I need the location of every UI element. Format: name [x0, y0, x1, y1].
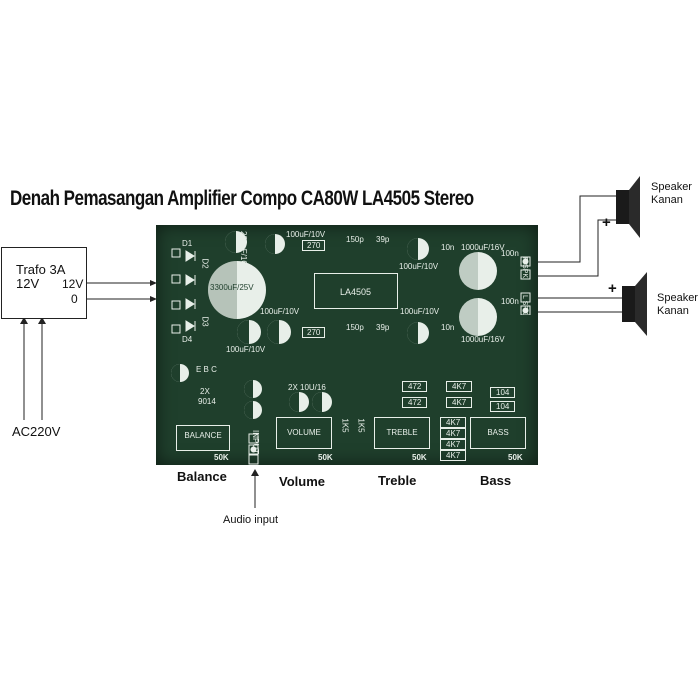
resistor-1k5-a: 1K5 — [340, 418, 350, 433]
cap-3300-icon — [208, 261, 266, 319]
cap-100n-b-label: 100n — [501, 297, 519, 306]
r-spk-label: R SPK — [521, 257, 528, 279]
cap-1000-b-icon — [459, 298, 497, 336]
transistor-type-label: 9014 — [198, 397, 216, 406]
resistor-472-a: 472 — [402, 381, 428, 392]
trafo-out-12v: 12V — [62, 277, 84, 291]
ic-la4505 — [314, 273, 398, 309]
ac-arrow-right — [38, 317, 46, 324]
cap-10n-a-label: 10n — [441, 243, 455, 252]
resistor-4k7-e: 4K7 — [440, 439, 467, 450]
cap-1000-a-icon — [459, 252, 497, 290]
transistor-ebc-label: E B C — [196, 365, 217, 374]
pot-bass-value: 50K — [508, 453, 523, 462]
cap-100-d-label: 100uF/10V — [226, 345, 266, 354]
cap-10u16-icon — [289, 392, 332, 412]
cap-pair-icon — [244, 380, 262, 419]
ac-arrow-left — [20, 317, 28, 324]
speaker-left-plus: + — [608, 280, 617, 297]
diagram-title: Denah Pemasangan Amplifier Compo CA80W L… — [10, 186, 474, 210]
l-spk-label: L SPK — [521, 295, 528, 315]
resistor-1k5-b: 1K5 — [356, 418, 366, 433]
balance-label: Balance — [177, 469, 227, 484]
arrow-12v — [150, 280, 157, 286]
speaker-left-icon — [622, 272, 647, 336]
cap-100-e-label: 100uF/10V — [400, 307, 440, 316]
r-spk-wire-2 — [538, 219, 616, 277]
cap-220-label: 220uF/16V — [239, 231, 248, 271]
resistor-4k7-a: 4K7 — [446, 381, 473, 392]
r-spk-wire-1 — [538, 195, 616, 263]
ic-label: LA4505 — [340, 287, 372, 297]
pcb-board: D1 D4 D2 D3 3300uF/25V 220uF/16V 100uF/1… — [156, 225, 538, 465]
speaker-left-label: Speaker Kanan — [657, 292, 698, 317]
cap-39p-b-label: 39p — [376, 323, 390, 332]
audio-input-label: Audio input — [223, 514, 279, 526]
resistor-4k7-f: 4K7 — [440, 450, 467, 461]
pot-volume: VOLUME — [276, 417, 332, 449]
trafo-voltage: 12V — [16, 276, 40, 291]
pot-volume-label: VOLUME — [287, 428, 321, 437]
pot-bass: BASS — [470, 417, 526, 449]
resistor-472-b: 472 — [402, 397, 428, 408]
pot-balance-label: BALANCE — [184, 431, 222, 440]
volume-label: Volume — [279, 474, 325, 489]
cap-1000-a-label: 1000uF/16V — [461, 243, 505, 252]
cap-100-b-label: 100uF/10V — [399, 262, 439, 271]
cap-100-c-label: 100uF/10V — [260, 307, 300, 316]
resistor-270-b: 270 — [302, 327, 326, 338]
spk-terminals-icon — [520, 256, 531, 315]
trafo-name: Trafo 3A — [16, 262, 66, 277]
resistor-104-b: 104 — [490, 401, 516, 412]
cap-100-a-label: 100uF/10V — [286, 230, 326, 239]
transformer-box — [1, 247, 87, 319]
speaker-right-label: Speaker Kanan — [651, 181, 692, 206]
diode-bridge-icon — [171, 248, 196, 334]
cap-220-icon — [225, 231, 247, 253]
cap-100n-a-label: 100n — [501, 249, 519, 258]
pot-treble-value: 50K — [412, 453, 427, 462]
cap-100-a-icon — [265, 234, 285, 254]
speaker-right-plus: + — [602, 214, 611, 231]
cap-100-b-icon — [407, 238, 429, 260]
input-terminals-icon — [248, 433, 259, 465]
resistor-4k7-d: 4K7 — [440, 428, 467, 439]
pot-balance-value: 50K — [214, 453, 229, 462]
transistor-qty-label: 2X — [200, 387, 210, 396]
diode-d4-label: D4 — [182, 335, 193, 344]
cap-small-icon — [171, 364, 189, 382]
cap-100-d-icon — [267, 320, 291, 344]
diode-d1-label: D1 — [182, 239, 193, 248]
arrow-0v — [150, 296, 157, 302]
pot-balance: BALANCE — [176, 425, 230, 451]
ac-input-label: AC220V — [12, 424, 61, 439]
resistor-104-a: 104 — [490, 387, 516, 398]
audio-input-arrow — [251, 469, 259, 476]
pot-bass-label: BASS — [487, 428, 509, 437]
resistor-4k7-b: 4K7 — [446, 397, 473, 408]
pot-volume-value: 50K — [318, 453, 333, 462]
treble-label: Treble — [378, 473, 417, 488]
cap-39p-a-label: 39p — [376, 235, 390, 244]
cap-1000-b-label: 1000uF/16V — [461, 335, 505, 344]
speaker-right-icon — [616, 176, 640, 238]
cap-100-c-icon — [237, 320, 261, 344]
cap-3300-label: 3300uF/25V — [210, 283, 254, 292]
trafo-out-0: 0 — [71, 292, 78, 306]
cap-150p-a-label: 150p — [346, 235, 364, 244]
resistor-4k7-c: 4K7 — [440, 417, 467, 428]
pot-treble-label: TREBLE — [386, 428, 418, 437]
pot-treble: TREBLE — [374, 417, 430, 449]
resistor-270-a: 270 — [302, 240, 326, 251]
cap-100-e-icon — [407, 322, 429, 344]
bass-label: Bass — [480, 473, 512, 488]
cap-10n-b-label: 10n — [441, 323, 455, 332]
cap-150p-b-label: 150p — [346, 323, 364, 332]
cap-10u16-label: 2X 10U/16 — [288, 383, 326, 392]
